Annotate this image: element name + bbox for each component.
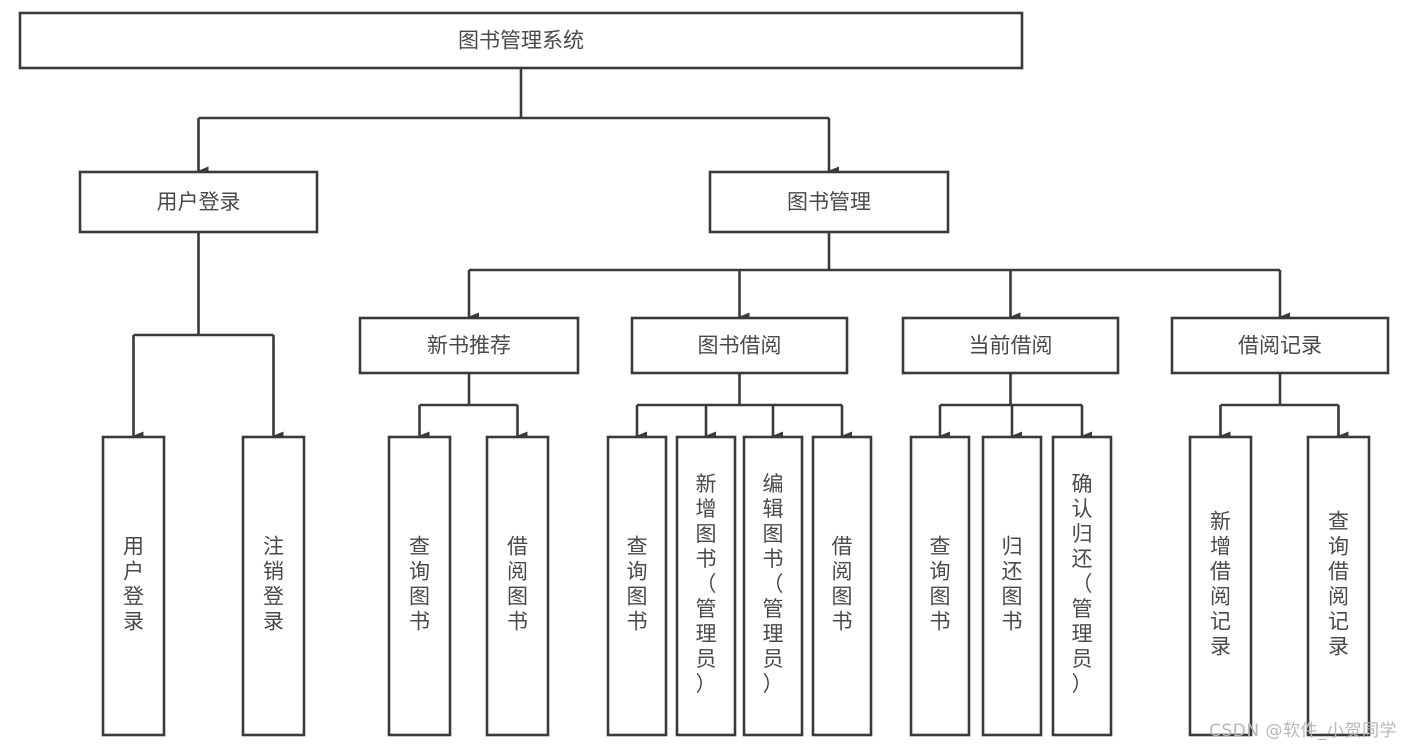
node-box[interactable] [1170, 316, 1390, 375]
node-box[interactable] [981, 435, 1043, 737]
node-box[interactable] [901, 316, 1120, 375]
node-box[interactable] [1306, 435, 1371, 737]
watermark-text: CSDN @软件_小贺同学 [1209, 721, 1397, 741]
node-box[interactable] [1051, 435, 1113, 737]
node-label-用户登录: 用户登录 [157, 190, 241, 214]
node-leaf-query-book-1[interactable]: 查询图书 [387, 435, 452, 737]
node-leaf-query-record[interactable]: 查询借阅记录 [1306, 435, 1371, 737]
node-box[interactable] [101, 435, 166, 737]
node-label-查询图书: 查询图书 [930, 535, 951, 634]
node-leaf-add-record[interactable]: 新增借阅记录 [1188, 435, 1253, 737]
node-new-book-rec[interactable]: 新书推荐 [358, 316, 580, 375]
node-root[interactable]: 图书管理系统 [18, 11, 1024, 70]
node-box[interactable] [387, 435, 452, 737]
node-label-注销登录: 注销登录 [263, 535, 284, 634]
node-box[interactable] [606, 435, 668, 737]
node-label-查询借阅记录: 查询借阅记录 [1328, 510, 1349, 659]
node-box[interactable] [485, 435, 550, 737]
node-leaf-borrow-book-1[interactable]: 借阅图书 [485, 435, 550, 737]
node-label-借阅图书: 借阅图书 [507, 535, 528, 634]
node-borrow-record[interactable]: 借阅记录 [1170, 316, 1390, 375]
node-label-新增借阅记录: 新增借阅记录 [1210, 510, 1231, 659]
node-box[interactable] [630, 316, 849, 375]
node-current-borrow[interactable]: 当前借阅 [901, 316, 1120, 375]
node-label-图书管理: 图书管理 [787, 190, 871, 214]
node-box[interactable] [358, 316, 580, 375]
node-user-login[interactable]: 用户登录 [78, 170, 319, 234]
node-book-borrow[interactable]: 图书借阅 [630, 316, 849, 375]
node-label-查询图书: 查询图书 [409, 535, 430, 634]
node-box[interactable] [708, 170, 950, 234]
node-box[interactable] [742, 435, 804, 737]
node-box[interactable] [78, 170, 319, 234]
node-layer: 图书管理系统用户登录图书管理新书推荐图书借阅当前借阅借阅记录用户登录注销登录查询… [18, 11, 1390, 737]
node-leaf-add-book[interactable]: 新增图书（管理员） [675, 435, 737, 737]
node-box[interactable] [909, 435, 971, 737]
node-box[interactable] [675, 435, 737, 737]
node-label-新书推荐: 新书推荐 [427, 334, 511, 358]
node-leaf-logout[interactable]: 注销登录 [241, 435, 306, 737]
node-label-当前借阅: 当前借阅 [969, 334, 1053, 358]
node-label-图书管理系统: 图书管理系统 [458, 29, 584, 53]
node-label-查询图书: 查询图书 [627, 535, 648, 634]
node-label-借阅图书: 借阅图书 [832, 535, 853, 634]
node-label-图书借阅: 图书借阅 [698, 334, 782, 358]
node-leaf-user-login[interactable]: 用户登录 [101, 435, 166, 737]
node-book-manage[interactable]: 图书管理 [708, 170, 950, 234]
node-leaf-query-book-2[interactable]: 查询图书 [606, 435, 668, 737]
node-box[interactable] [18, 11, 1024, 70]
node-label-编辑图书管理员: 编辑图书（管理员） [763, 472, 784, 696]
node-leaf-confirm-return[interactable]: 确认归还（管理员） [1051, 435, 1113, 737]
node-label-新增图书管理员: 新增图书（管理员） [696, 472, 717, 696]
node-label-确认归还管理员: 确认归还（管理员） [1072, 472, 1093, 696]
node-leaf-query-book-3[interactable]: 查询图书 [909, 435, 971, 737]
node-leaf-edit-book[interactable]: 编辑图书（管理员） [742, 435, 804, 737]
node-leaf-return-book[interactable]: 归还图书 [981, 435, 1043, 737]
node-box[interactable] [811, 435, 873, 737]
node-box[interactable] [241, 435, 306, 737]
node-label-用户登录: 用户登录 [123, 535, 144, 634]
node-box[interactable] [1188, 435, 1253, 737]
node-leaf-borrow-book-2[interactable]: 借阅图书 [811, 435, 873, 737]
node-label-借阅记录: 借阅记录 [1238, 334, 1322, 358]
connector-layer [132, 68, 1349, 441]
node-label-归还图书: 归还图书 [1002, 535, 1023, 634]
